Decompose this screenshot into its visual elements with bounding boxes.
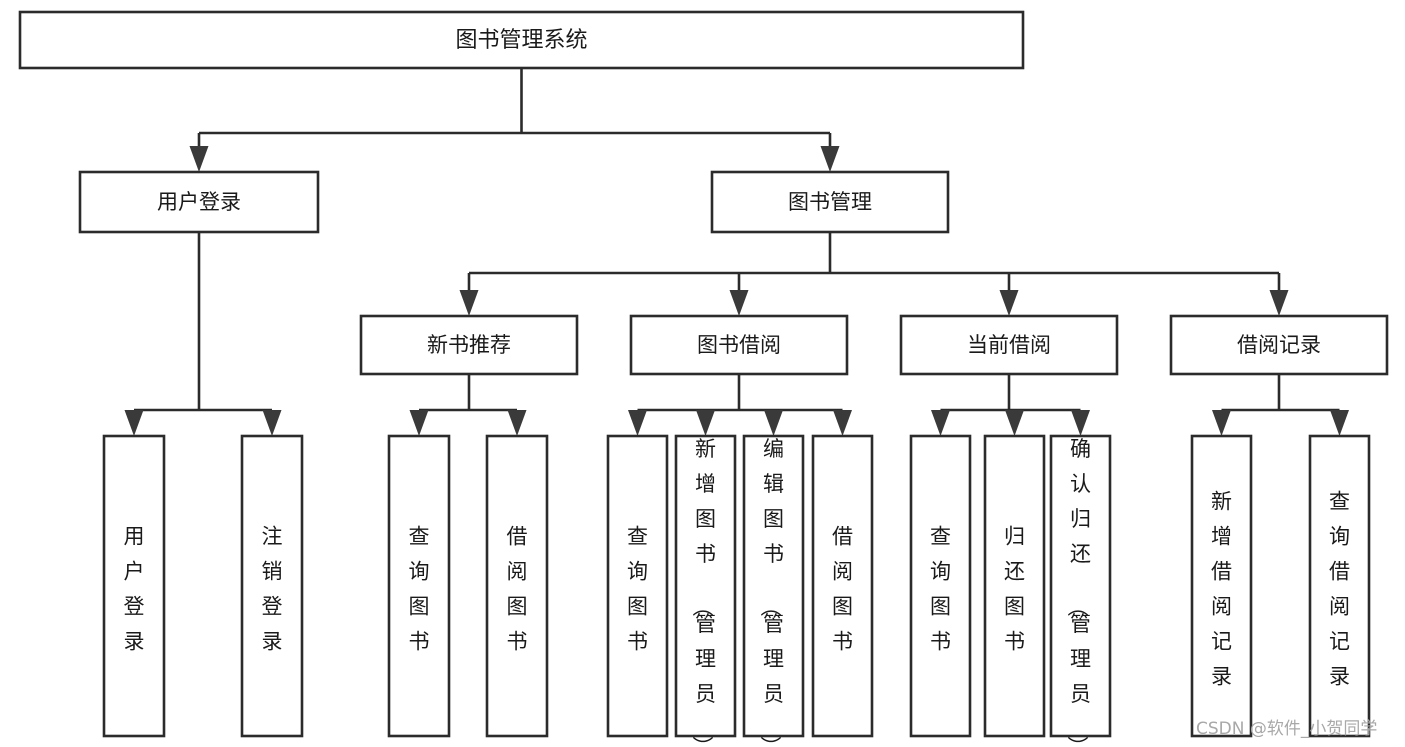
- node-leaf-query-borrow-record[interactable]: 查询借阅记录: [1308, 434, 1371, 738]
- node-label-root: 图书管理系统: [455, 28, 587, 53]
- node-leaf-add-borrow-record[interactable]: 新增借阅记录: [1190, 434, 1253, 738]
- node-label-book-borrow: 图书借阅: [697, 333, 781, 357]
- arrow-head-icon: [1212, 410, 1231, 436]
- node-box-leaf-add-borrow-record[interactable]: [1190, 434, 1253, 738]
- arrow-head-icon: [1269, 290, 1289, 316]
- node-box-book-borrow[interactable]: [629, 314, 849, 376]
- node-box-new-book-recommend[interactable]: [359, 314, 579, 376]
- node-leaf-query-book-current[interactable]: 查询图书: [909, 434, 972, 738]
- node-root[interactable]: 图书管理系统: [18, 10, 1025, 70]
- arrow-head-icon: [409, 410, 429, 436]
- watermark-layer: CSDN @软件_小贺同学: [1196, 719, 1377, 739]
- node-leaf-logout[interactable]: 注销登录: [240, 434, 304, 738]
- node-leaf-add-book[interactable]: 新增图书（管理员）: [674, 434, 737, 747]
- node-label-leaf-query-borrow-record: 查询借阅记录: [1329, 489, 1350, 688]
- arrow-head-icon: [931, 410, 950, 436]
- arrow-head-icon: [628, 410, 647, 436]
- node-book-management[interactable]: 图书管理: [710, 170, 950, 234]
- arrow-head-icon: [999, 290, 1019, 316]
- node-label-leaf-logout: 注销登录: [262, 524, 283, 653]
- node-label-leaf-add-borrow-record: 新增借阅记录: [1211, 489, 1232, 688]
- node-box-leaf-query-borrow-record[interactable]: [1308, 434, 1371, 738]
- node-new-book-recommend[interactable]: 新书推荐: [359, 314, 579, 376]
- node-box-leaf-logout[interactable]: [240, 434, 304, 738]
- node-box-book-management[interactable]: [710, 170, 950, 234]
- node-label-book-management: 图书管理: [788, 190, 872, 214]
- node-label-leaf-confirm-return: 确认归还（管理员）: [1065, 437, 1091, 747]
- node-leaf-query-book-recommend[interactable]: 查询图书: [387, 434, 451, 738]
- node-current-borrow[interactable]: 当前借阅: [899, 314, 1119, 376]
- node-leaf-return-book[interactable]: 归还图书: [983, 434, 1046, 738]
- node-label-user-login: 用户登录: [157, 190, 241, 214]
- node-box-borrow-records[interactable]: [1169, 314, 1389, 376]
- connectors-layer: [124, 68, 1349, 436]
- node-leaf-confirm-return[interactable]: 确认归还（管理员）: [1049, 434, 1112, 747]
- arrow-head-icon: [729, 290, 749, 316]
- node-box-current-borrow[interactable]: [899, 314, 1119, 376]
- arrow-head-icon: [1330, 410, 1349, 436]
- arrow-head-icon: [262, 410, 282, 436]
- node-label-new-book-recommend: 新书推荐: [427, 333, 511, 357]
- node-box-leaf-confirm-return[interactable]: [1049, 434, 1112, 738]
- arrow-head-icon: [189, 146, 209, 172]
- node-box-leaf-query-book-borrow[interactable]: [606, 434, 669, 738]
- arrow-head-icon: [820, 146, 840, 172]
- node-label-current-borrow: 当前借阅: [967, 333, 1051, 357]
- node-box-leaf-borrow-book[interactable]: [811, 434, 874, 738]
- node-borrow-records[interactable]: 借阅记录: [1169, 314, 1389, 376]
- node-book-borrow[interactable]: 图书借阅: [629, 314, 849, 376]
- node-box-leaf-user-login[interactable]: [102, 434, 166, 738]
- node-label-leaf-user-login: 用户登录: [124, 524, 145, 653]
- node-box-leaf-query-book-current[interactable]: [909, 434, 972, 738]
- arrow-head-icon: [1071, 410, 1090, 436]
- node-label-leaf-borrow-book-recommend: 借阅图书: [507, 524, 528, 653]
- arrow-head-icon: [764, 410, 783, 436]
- arrow-head-icon: [124, 410, 144, 436]
- node-leaf-query-book-borrow[interactable]: 查询图书: [606, 434, 669, 738]
- node-user-login[interactable]: 用户登录: [78, 170, 320, 234]
- node-leaf-borrow-book-recommend[interactable]: 借阅图书: [485, 434, 549, 738]
- node-leaf-edit-book[interactable]: 编辑图书（管理员）: [742, 434, 805, 747]
- node-label-leaf-edit-book: 编辑图书（管理员）: [758, 437, 784, 747]
- node-box-leaf-query-book-recommend[interactable]: [387, 434, 451, 738]
- node-box-leaf-edit-book[interactable]: [742, 434, 805, 738]
- arrow-head-icon: [507, 410, 527, 436]
- node-box-leaf-add-book[interactable]: [674, 434, 737, 738]
- node-label-leaf-query-book-borrow: 查询图书: [627, 524, 648, 653]
- arrow-head-icon: [1005, 410, 1024, 436]
- node-label-leaf-query-book-current: 查询图书: [930, 524, 951, 653]
- node-label-borrow-records: 借阅记录: [1237, 333, 1321, 357]
- csdn-watermark: CSDN @软件_小贺同学: [1196, 719, 1377, 739]
- arrow-head-icon: [459, 290, 479, 316]
- node-box-user-login[interactable]: [78, 170, 320, 234]
- node-label-leaf-query-book-recommend: 查询图书: [409, 524, 430, 653]
- arrow-head-icon: [833, 410, 852, 436]
- arrow-head-icon: [696, 410, 715, 436]
- node-label-leaf-borrow-book: 借阅图书: [832, 524, 853, 653]
- node-box-leaf-borrow-book-recommend[interactable]: [485, 434, 549, 738]
- node-box-root[interactable]: [18, 10, 1025, 70]
- nodes-layer: 图书管理系统用户登录图书管理新书推荐图书借阅当前借阅借阅记录用户登录注销登录查询…: [18, 10, 1389, 747]
- node-leaf-borrow-book[interactable]: 借阅图书: [811, 434, 874, 738]
- node-box-leaf-return-book[interactable]: [983, 434, 1046, 738]
- node-label-leaf-return-book: 归还图书: [1004, 524, 1025, 653]
- node-leaf-user-login[interactable]: 用户登录: [102, 434, 166, 738]
- node-label-leaf-add-book: 新增图书（管理员）: [690, 437, 716, 747]
